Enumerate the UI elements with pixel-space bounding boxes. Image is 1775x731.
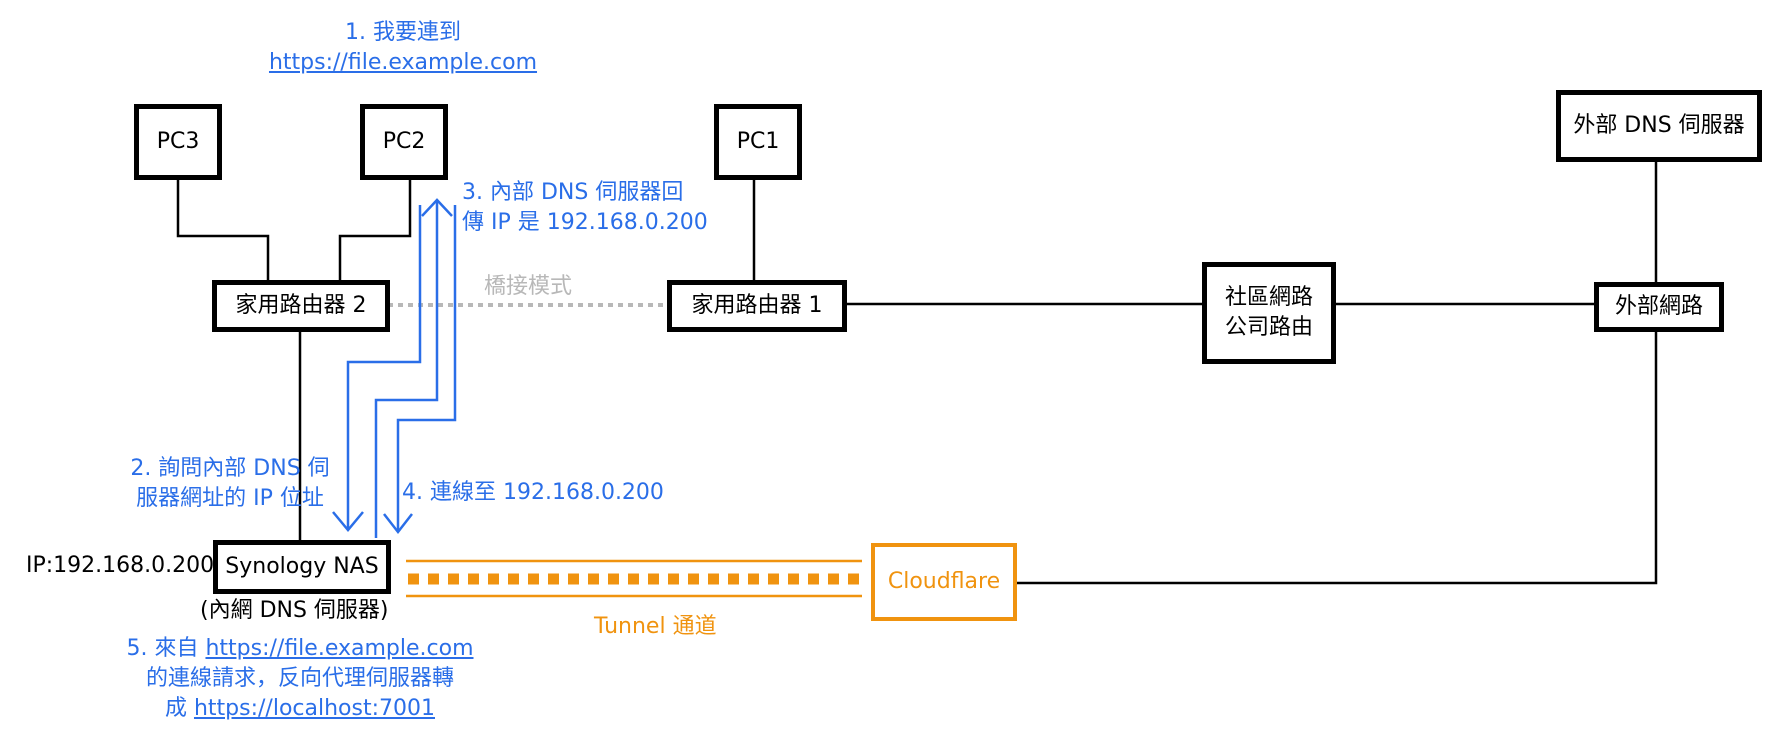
router2-box: 家用路由器 2 [212, 280, 390, 332]
external-dns-box: 外部 DNS 伺服器 [1556, 90, 1762, 162]
step1-text: 1. 我要連到 https://file.example.com [262, 18, 544, 78]
external-dns-label: 外部 DNS 伺服器 [1573, 113, 1745, 138]
step4-text: 4. 連線至 192.168.0.200 [402, 480, 664, 505]
community-router-box: 社區網路 公司路由 [1202, 262, 1336, 364]
router1-label: 家用路由器 1 [691, 293, 823, 318]
arrowhead-step4 [383, 513, 413, 535]
pc3-label: PC3 [156, 129, 200, 154]
step2-text: 2. 詢問內部 DNS 伺 服器網址的 IP 位址 [118, 454, 342, 514]
pc1-box: PC1 [714, 104, 802, 180]
cloudflare-box: Cloudflare [871, 543, 1017, 621]
link-pc3-router2 [176, 180, 270, 286]
step5-prefix: 5. 來自 [126, 636, 206, 661]
external-network-label: 外部網路 [1614, 294, 1703, 319]
arrowhead-step3 [421, 198, 453, 217]
step2-line2: 服器網址的 IP 位址 [136, 486, 324, 511]
pc1-label: PC1 [736, 129, 780, 154]
pc3-box: PC3 [134, 104, 222, 180]
step2-line1: 2. 詢問內部 DNS 伺 [130, 456, 330, 481]
tunnel-label: Tunnel 通道 [594, 614, 717, 639]
link-external-cloudflare [1017, 330, 1658, 585]
step5-line3: 成 https://localhost:7001 [112, 694, 488, 724]
step5-prefix3: 成 [164, 696, 194, 721]
link-pc2-router2 [338, 180, 412, 286]
step1-line1: 1. 我要連到 [345, 20, 461, 45]
step1-link[interactable]: https://file.example.com [268, 50, 538, 75]
arrow-step3 [374, 200, 439, 538]
step5-line2: 的連線請求，反向代理伺服器轉 [145, 666, 454, 691]
nas-role-label: (內網 DNS 伺服器) [200, 598, 389, 623]
bridge-mode-label: 橋接模式 [484, 274, 573, 299]
community-router-label-1: 社區網路 [1224, 285, 1313, 310]
step3-line1: 3. 內部 DNS 伺服器回 [462, 180, 684, 205]
nas-ip-label: IP:192.168.0.200 [26, 553, 215, 578]
step3-text: 3. 內部 DNS 伺服器回 傳 IP 是 192.168.0.200 [462, 178, 708, 238]
router1-box: 家用路由器 1 [667, 280, 847, 332]
community-router-label-2: 公司路由 [1224, 315, 1313, 340]
external-network-box: 外部網路 [1594, 282, 1724, 332]
step5-link1[interactable]: https://file.example.com [205, 636, 474, 661]
cloudflare-label: Cloudflare [887, 569, 1001, 594]
step5-line1: 5. 來自 https://file.example.com [112, 634, 488, 664]
nas-label: Synology NAS [225, 554, 379, 579]
router2-label: 家用路由器 2 [235, 293, 367, 318]
arrow-step2 [346, 205, 422, 530]
nas-box: Synology NAS [213, 540, 391, 594]
step5-link2[interactable]: https://localhost:7001 [193, 696, 435, 721]
step3-line2: 傳 IP 是 192.168.0.200 [462, 210, 708, 235]
step5-text: 5. 來自 https://file.example.com 的連線請求，反向代… [112, 634, 488, 724]
pc2-label: PC2 [382, 129, 426, 154]
arrow-step4 [396, 205, 457, 532]
arrowhead-step2 [332, 511, 364, 532]
pc2-box: PC2 [360, 104, 448, 180]
